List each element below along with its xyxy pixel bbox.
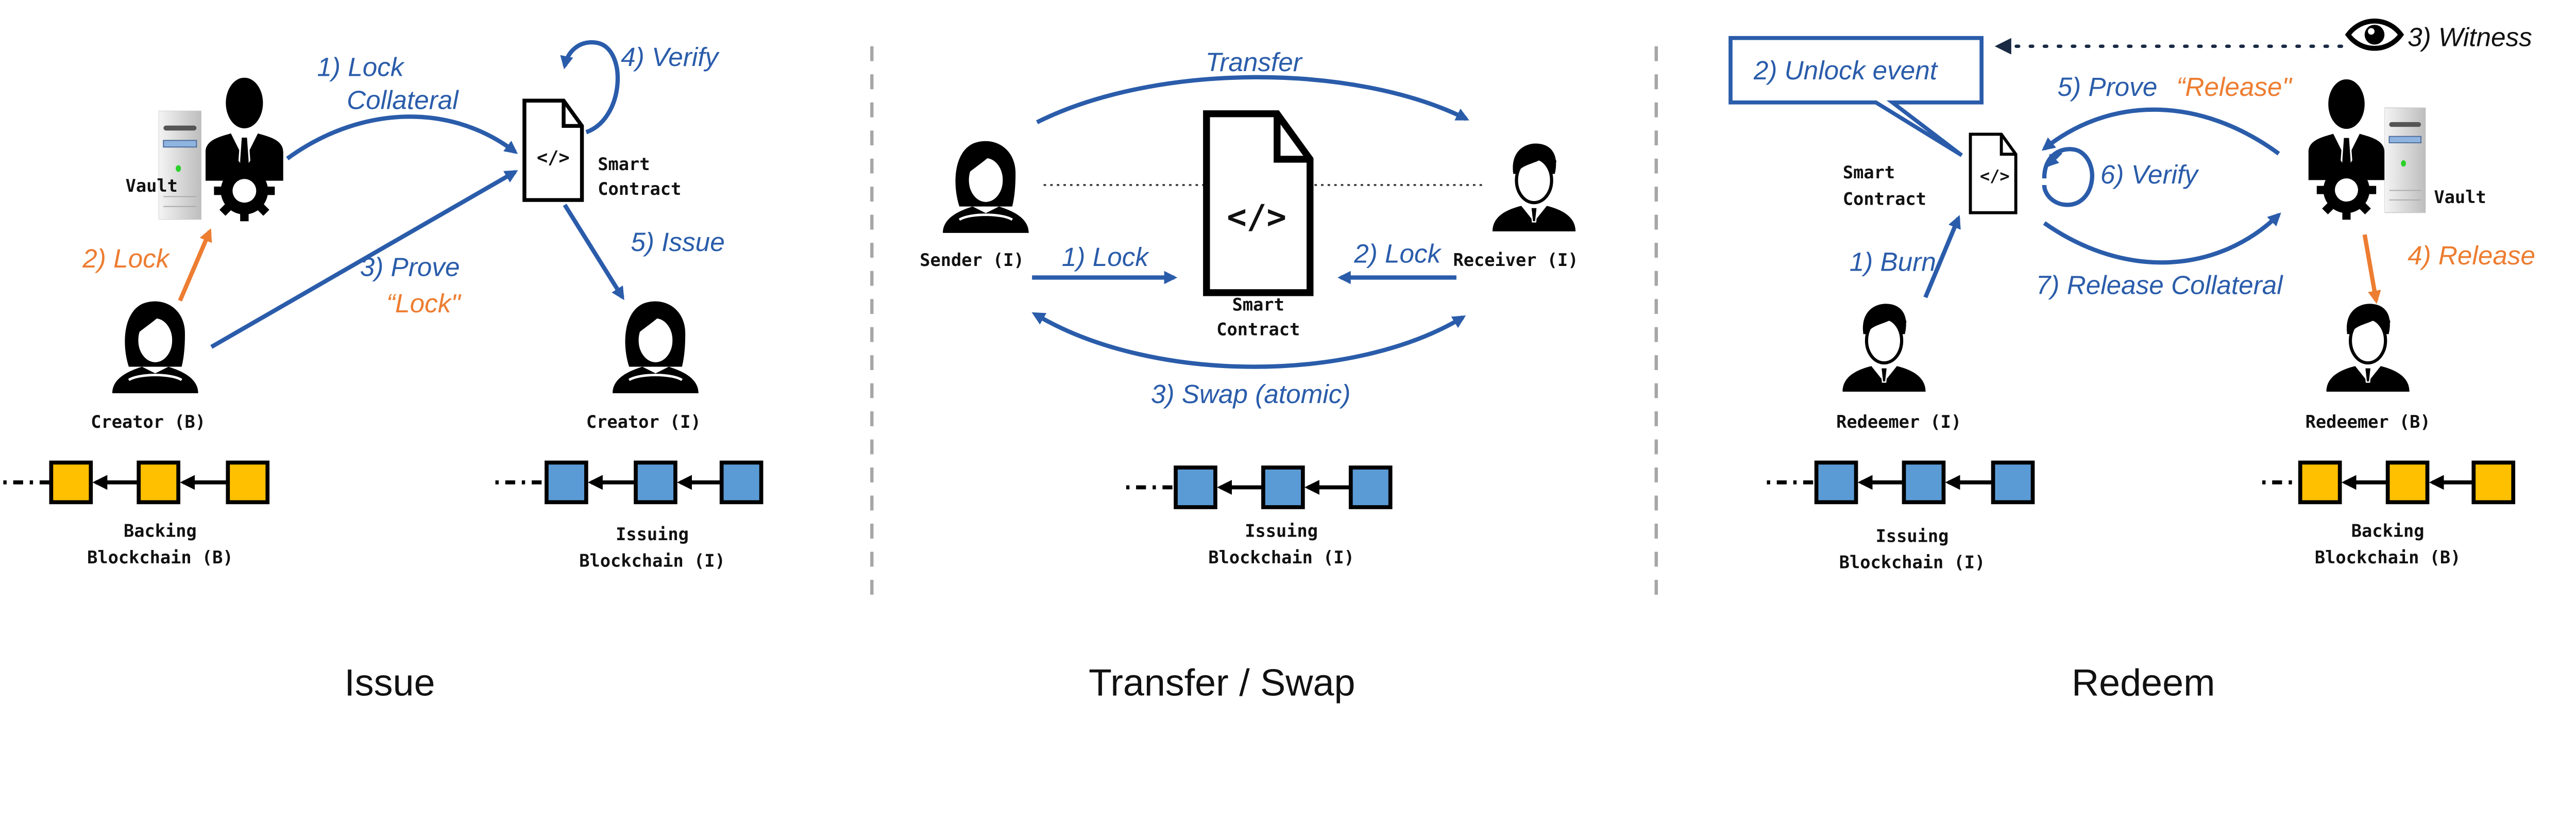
contract-label: Smart xyxy=(1843,162,1895,182)
redeemer-i-icon xyxy=(1842,304,1925,391)
contract-label-2: Contract xyxy=(1216,320,1300,340)
issuing-label: Issuing xyxy=(1245,521,1318,541)
lock-arrow xyxy=(178,228,212,302)
prove-release-arrow xyxy=(2041,107,2280,156)
redeemer-i-label: Redeemer (I) xyxy=(1836,412,1961,432)
server-icon xyxy=(158,110,202,220)
issue-arrow xyxy=(563,204,624,300)
issue-title: Issue xyxy=(344,661,435,704)
step5-label: 5) Issue xyxy=(631,227,724,257)
redeemer-b-icon xyxy=(2327,304,2410,391)
step3-label: 3) Witness xyxy=(2408,23,2532,52)
issuing-blockchain xyxy=(1126,465,1393,509)
lock-collateral-arrow xyxy=(286,114,518,161)
code-icon: </> xyxy=(537,147,570,168)
transfer-panel: Transfer Sender (I) Receiver (I) </> Sma… xyxy=(920,47,1578,704)
creator-i-icon xyxy=(613,302,699,393)
burn-arrow xyxy=(1923,215,1961,298)
creator-i-label: Creator (I) xyxy=(586,412,701,432)
protocol-diagram: Vault 1) Lock Collateral </> Smart Contr… xyxy=(3,19,2535,704)
vault-label: Vault xyxy=(2434,187,2486,207)
step2-label: 2) Lock xyxy=(82,244,170,273)
verify-loop-arrowhead xyxy=(2045,150,2062,168)
contract-label: Smart xyxy=(598,154,650,174)
step6-label: 6) Verify xyxy=(2100,160,2199,189)
eye-icon xyxy=(2345,19,2404,51)
backing-label: Backing xyxy=(124,521,197,541)
step3-label: 3) Prove xyxy=(360,252,460,281)
contract-label-2: Contract xyxy=(1843,189,1926,209)
server-icon xyxy=(2384,107,2426,213)
unlock-event-callout xyxy=(1728,36,1984,157)
redeem-panel: 2) Unlock event 3) Witness </> Smart Con… xyxy=(1728,19,2535,704)
backing-blockchain xyxy=(2262,460,2516,505)
code-icon: </> xyxy=(1980,166,2010,186)
contract-label: Smart xyxy=(1232,295,1284,315)
issuing-label-2: Blockchain (I) xyxy=(1208,547,1354,567)
step4-label: 4) Release xyxy=(2408,241,2535,270)
receiver-label: Receiver (I) xyxy=(1453,250,1579,270)
transfer-title: Transfer / Swap xyxy=(1089,661,1355,704)
creator-b-icon xyxy=(112,302,198,393)
issuing-label-2: Blockchain (I) xyxy=(1839,553,1986,573)
release-arrow xyxy=(2362,234,2381,304)
backing-label-2: Blockchain (B) xyxy=(2315,547,2461,567)
prove-lock-arrow xyxy=(210,170,518,349)
issuing-blockchain xyxy=(1767,460,2035,505)
sender-icon xyxy=(943,141,1029,233)
redeemer-b-label: Redeemer (B) xyxy=(2306,412,2431,432)
code-icon: </> xyxy=(1227,198,1286,236)
release-collateral-arrow xyxy=(2043,212,2281,265)
step4-label: 4) Verify xyxy=(621,42,720,72)
redeem-title: Redeem xyxy=(2072,661,2215,704)
vault-label: Vault xyxy=(126,176,178,196)
backing-label: Backing xyxy=(2351,521,2425,541)
verify-loop-arrow xyxy=(560,40,620,135)
step7-label: 7) Release Collateral xyxy=(2036,271,2283,300)
step5-label-2: “Release" xyxy=(2176,72,2293,102)
swap-arrow xyxy=(1031,312,1466,369)
lock2-label: 2) Lock xyxy=(1353,239,1442,269)
step3-label-2: “Lock" xyxy=(386,289,462,318)
issuing-label: Issuing xyxy=(1876,526,1949,546)
verify-loop xyxy=(2042,147,2094,207)
backing-blockchain xyxy=(3,460,270,505)
vault-operator-icon xyxy=(2309,79,2384,220)
step1-label: 1) Burn xyxy=(1850,247,1936,277)
step1-label-2: Collateral xyxy=(347,86,459,115)
lock1-label: 1) Lock xyxy=(1062,242,1149,272)
sender-label: Sender (I) xyxy=(920,250,1024,270)
transfer-label: Transfer xyxy=(1206,47,1303,77)
step1-label: 1) Lock xyxy=(317,52,404,81)
issuing-label-2: Blockchain (I) xyxy=(579,550,725,571)
step2-label: 2) Unlock event xyxy=(1753,56,1939,85)
issuing-label: Issuing xyxy=(616,524,689,544)
issuing-blockchain xyxy=(495,460,764,505)
step5-label: 5) Prove xyxy=(2058,72,2158,102)
transfer-arrow xyxy=(1036,75,1469,124)
backing-label-2: Blockchain (B) xyxy=(87,547,233,567)
issue-panel: Vault 1) Lock Collateral </> Smart Contr… xyxy=(3,40,764,704)
vault-operator-icon xyxy=(206,78,283,221)
receiver-icon xyxy=(1493,144,1575,231)
contract-label-2: Contract xyxy=(598,179,681,199)
creator-b-label: Creator (B) xyxy=(91,412,206,432)
swap-label: 3) Swap (atomic) xyxy=(1151,379,1350,409)
